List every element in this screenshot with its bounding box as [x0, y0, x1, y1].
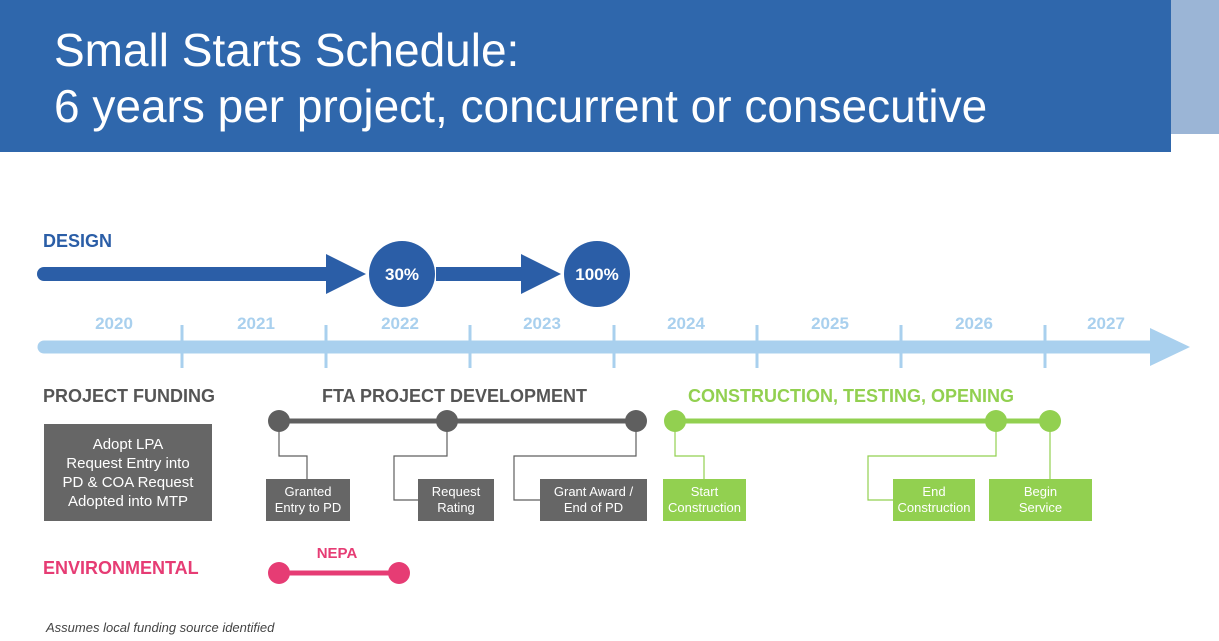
title-line-2: 6 years per project, concurrent or conse… [54, 80, 988, 132]
year-label-2021: 2021 [237, 314, 275, 333]
title-banner [0, 0, 1171, 152]
year-label-2026: 2026 [955, 314, 993, 333]
funding-line-4: Adopted into MTP [67, 492, 189, 510]
design-milestone-30-label: 30% [385, 265, 419, 284]
construction-box-3-line-1: Begin [1023, 484, 1058, 499]
fta-track [268, 410, 647, 501]
funding-line-2: Request Entry into [66, 454, 190, 472]
construction-box-end: End Construction [893, 479, 975, 521]
fta-connector-2 [393, 421, 448, 501]
nepa-label: NEPA [317, 545, 358, 562]
nepa-node-start [268, 562, 290, 584]
year-label-2024: 2024 [667, 314, 705, 333]
fta-connector-1 [278, 421, 308, 479]
fta-box-request-rating: Request Rating [418, 479, 494, 521]
construction-box-3-line-2: Service [1018, 500, 1063, 515]
year-label-2022: 2022 [381, 314, 419, 333]
year-label-2020: 2020 [95, 314, 133, 333]
nepa-track: NEPA [268, 545, 410, 584]
design-milestone-100 [564, 241, 630, 307]
environmental-section-label: ENVIRONMENTAL [43, 558, 199, 578]
timeline-dividers [180, 325, 1047, 368]
banner-accent [1171, 0, 1219, 134]
fta-box-1-line-2: Entry to PD [274, 500, 342, 515]
fta-section-label: FTA PROJECT DEVELOPMENT [322, 386, 588, 406]
design-milestone-100-label: 100% [575, 265, 618, 284]
design-arrow-2-head [521, 254, 561, 294]
year-label-2027: 2027 [1087, 314, 1125, 333]
construction-box-1-line-2: Construction [668, 500, 741, 515]
project-funding-box: Adopt LPA Request Entry into PD & COA Re… [44, 424, 212, 521]
fta-node-rating [436, 410, 458, 432]
fta-box-1-line-1: Granted [284, 484, 332, 499]
design-arrow-1-head [326, 254, 366, 294]
construction-box-start: Start Construction [663, 479, 746, 521]
construction-node-end [985, 410, 1007, 432]
construction-box-2-line-2: Construction [897, 500, 971, 515]
nepa-node-end [388, 562, 410, 584]
construction-connector-1 [674, 421, 705, 479]
fta-box-2-line-1: Request [431, 484, 481, 499]
project-funding-label: PROJECT FUNDING [43, 386, 216, 406]
construction-box-2-line-1: End [922, 484, 946, 499]
construction-node-start [664, 410, 686, 432]
construction-box-1-line-1: Start [690, 484, 719, 499]
footnote: Assumes local funding source identified [46, 620, 275, 635]
construction-track [664, 410, 1061, 501]
timeline: 2020 2021 2022 2023 2024 2025 2026 2027 [37, 314, 1190, 368]
timeline-arrowhead [1150, 328, 1190, 366]
fta-node-grant [625, 410, 647, 432]
construction-node-service [1039, 410, 1061, 432]
year-label-2023: 2023 [523, 314, 561, 333]
construction-box-service: Begin Service [989, 479, 1092, 521]
design-milestone-30 [369, 241, 435, 307]
fta-connector-3 [513, 421, 637, 501]
title-line-1: Small Starts Schedule: [54, 24, 520, 76]
fta-node-entry [268, 410, 290, 432]
funding-line-3: PD & COA Request [62, 473, 194, 491]
funding-line-1: Adopt LPA [92, 435, 164, 453]
fta-box-2-line-2: Rating [437, 500, 475, 515]
fta-box-3-line-2: End of PD [563, 500, 624, 515]
construction-section-label: CONSTRUCTION, TESTING, OPENING [688, 386, 1015, 406]
fta-box-granted-entry: Granted Entry to PD [266, 479, 350, 521]
design-track: 30% 100% [37, 241, 630, 307]
construction-connector-2 [867, 421, 997, 501]
page-title: Small Starts Schedule: 6 years per proje… [54, 22, 987, 134]
year-label-2025: 2025 [811, 314, 849, 333]
fta-box-3-line-1: Grant Award / [553, 484, 634, 499]
design-section-label: DESIGN [43, 231, 113, 251]
fta-box-grant-award: Grant Award / End of PD [540, 479, 647, 521]
